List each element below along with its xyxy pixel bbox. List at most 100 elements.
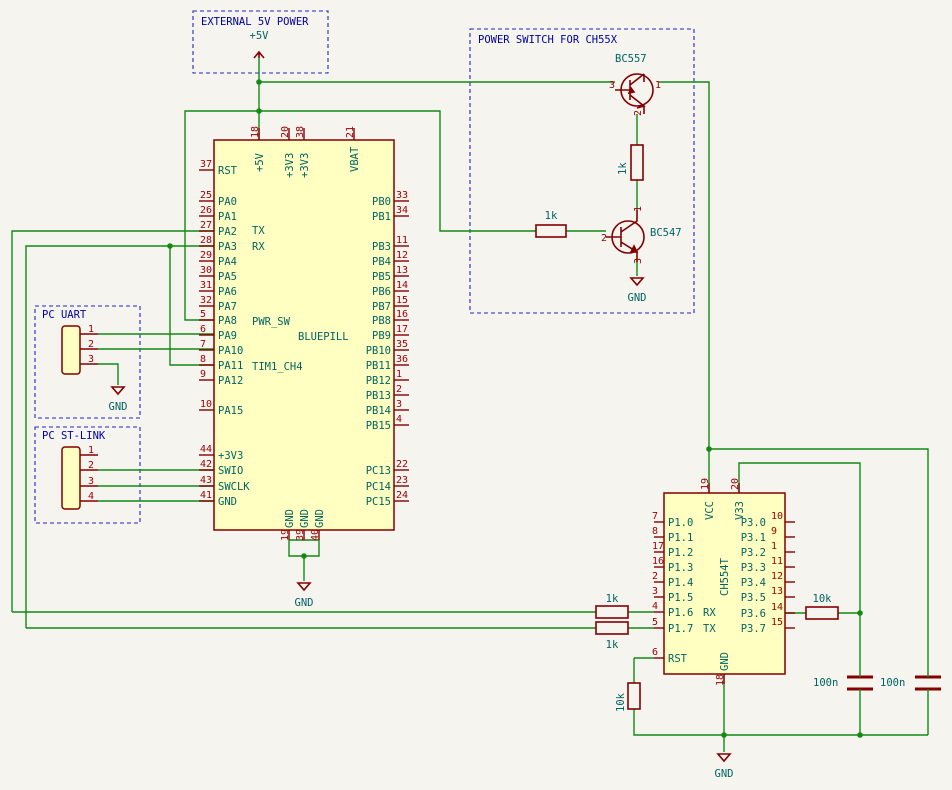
bluepill-pin-num: 6	[200, 324, 206, 335]
ch554-body	[663, 492, 786, 675]
svg-text:100n: 100n	[880, 677, 905, 689]
bluepill-pin-num: 32	[200, 295, 212, 306]
bluepill-pin-num: 37	[200, 159, 212, 170]
ch554-pin-num: 2	[652, 571, 658, 582]
resistor-tx: 1k	[595, 593, 629, 619]
bluepill-pin-num: 5	[200, 309, 206, 320]
ch554-tx-label: TX	[703, 623, 716, 635]
ch554-pin-num: 8	[652, 526, 658, 537]
bluepill-pin-name: PB11	[366, 360, 391, 372]
bluepill-pin-num: 42	[200, 459, 212, 470]
ch554-pin-name: RST	[668, 653, 688, 665]
bluepill-pin-name: PB10	[366, 345, 391, 357]
bluepill-pin-num: 24	[396, 490, 408, 501]
svg-text:+5V: +5V	[250, 30, 270, 42]
bluepill-pin-name: +3V3	[218, 450, 243, 462]
ch554-pin-name: P1.7	[668, 623, 693, 635]
bluepill-pin-name: PA9	[218, 330, 237, 342]
ch554-pin-num: 3	[652, 586, 658, 597]
transistor-q1-bc557: 3 1 2 BC557	[609, 53, 661, 116]
bluepill-pin-num: 15	[396, 295, 408, 306]
ch554-pin-num: 10	[771, 511, 783, 522]
bluepill-pin-num: 10	[200, 399, 212, 410]
power-switch-box	[469, 28, 695, 314]
pc-stlink-connector: 1 2 3 4	[61, 445, 98, 510]
capacitor-c2: 100n	[880, 672, 941, 695]
svg-text:3: 3	[633, 258, 644, 264]
pc-uart-box	[34, 305, 141, 419]
bluepill-pin-name: PB6	[372, 286, 391, 298]
bluepill-pin-name: PA11	[218, 360, 243, 372]
ch554-pin-num: 4	[652, 601, 658, 612]
ch554-pin-num: 15	[771, 617, 783, 628]
bluepill-right-pins: 33PB034PB111PB312PB413PB514PB615PB716PB8…	[366, 190, 409, 508]
ch554-pin-num: 6	[652, 647, 658, 658]
ch554-bottom-pin: 18 GND	[715, 652, 731, 686]
svg-text:1k: 1k	[606, 593, 619, 605]
resistor-p36: 10k	[805, 593, 839, 620]
svg-text:19: 19	[280, 529, 291, 541]
ch554-pin-num: 17	[652, 541, 664, 552]
svg-text:VBAT: VBAT	[349, 146, 361, 172]
svg-text:GND: GND	[109, 401, 128, 413]
bluepill-pin-name: PC13	[366, 465, 391, 477]
bluepill-pin-num: 34	[396, 205, 408, 216]
svg-text:39: 39	[295, 529, 306, 541]
pc-stlink-box	[34, 426, 141, 524]
svg-text:1k: 1k	[606, 639, 619, 651]
ch554-top-pins: 19 20 VCC V33	[700, 478, 746, 520]
bluepill-pin-num: 8	[200, 354, 206, 365]
bluepill-pin-name: PA3	[218, 241, 237, 253]
bluepill-pin-name: PA1	[218, 211, 237, 223]
resistor-rx: 1k	[595, 621, 629, 651]
bluepill-pin-name: PA15	[218, 405, 243, 417]
ch554-right-pins: 10P3.09P3.11P3.211P3.312P3.413P3.514P3.6…	[741, 511, 795, 635]
bluepill-pin-name: PA2	[218, 226, 237, 238]
wires	[11, 58, 929, 752]
pc-uart-connector: 1 2 3	[61, 324, 98, 375]
bluepill-pin-name: PA8	[218, 315, 237, 327]
svg-text:1k: 1k	[545, 210, 558, 222]
gnd-symbol-q2: GND	[628, 277, 646, 304]
bluepill-pin-name: SWIO	[218, 465, 243, 477]
ch554-pin-name: P1.2	[668, 547, 693, 559]
bluepill-pin-name: PB15	[366, 420, 391, 432]
bluepill-pin-name: SWCLK	[218, 481, 250, 493]
svg-text:20: 20	[730, 478, 741, 490]
external-power-note: EXTERNAL 5V POWER	[201, 16, 309, 28]
bluepill-pwr-sw-label: PWR_SW	[252, 316, 291, 328]
svg-text:1: 1	[88, 324, 94, 335]
svg-text:3: 3	[88, 354, 94, 365]
bluepill-pin-num: 41	[200, 490, 212, 501]
capacitor-c1: 100n	[813, 672, 873, 695]
svg-text:+3V3: +3V3	[299, 153, 311, 178]
ch554-pin-num: 7	[652, 511, 658, 522]
bluepill-pin-name: PB9	[372, 330, 391, 342]
svg-text:3: 3	[88, 476, 94, 487]
bluepill-left-pins: 37RST25PA026PA127PA228PA329PA430PA531PA6…	[199, 159, 250, 508]
plus5v-symbol: +5V	[250, 30, 270, 59]
ch554-pin-name: P1.3	[668, 562, 693, 574]
bluepill-pin-name: PB14	[366, 405, 391, 417]
bluepill-pin-num: 2	[396, 384, 402, 395]
ch554-pin-num: 5	[652, 617, 658, 628]
ch554-pin-name: P1.4	[668, 577, 693, 589]
bluepill-pin-num: 11	[396, 235, 408, 246]
bluepill-pin-num: 28	[200, 235, 212, 246]
bluepill-pin-num: 33	[396, 190, 408, 201]
bluepill-pin-num: 23	[396, 475, 408, 486]
ch554-pin-num: 9	[771, 526, 777, 537]
q2-label: BC547	[650, 227, 682, 239]
bluepill-pin-name: PB4	[372, 256, 391, 268]
bluepill-pin-num: 12	[396, 250, 408, 261]
ch554-pin-num: 16	[652, 556, 664, 567]
ch554-pin-num: 14	[771, 602, 783, 613]
bluepill-pin-num: 30	[200, 265, 212, 276]
bluepill-pin-name: PB5	[372, 271, 391, 283]
bluepill-pin-num: 26	[200, 205, 212, 216]
bluepill-pin-name: PA0	[218, 196, 237, 208]
gnd-symbol-ch554: GND	[715, 753, 733, 780]
bluepill-pin-name: PB13	[366, 390, 391, 402]
bluepill-tx-label: TX	[252, 225, 265, 237]
